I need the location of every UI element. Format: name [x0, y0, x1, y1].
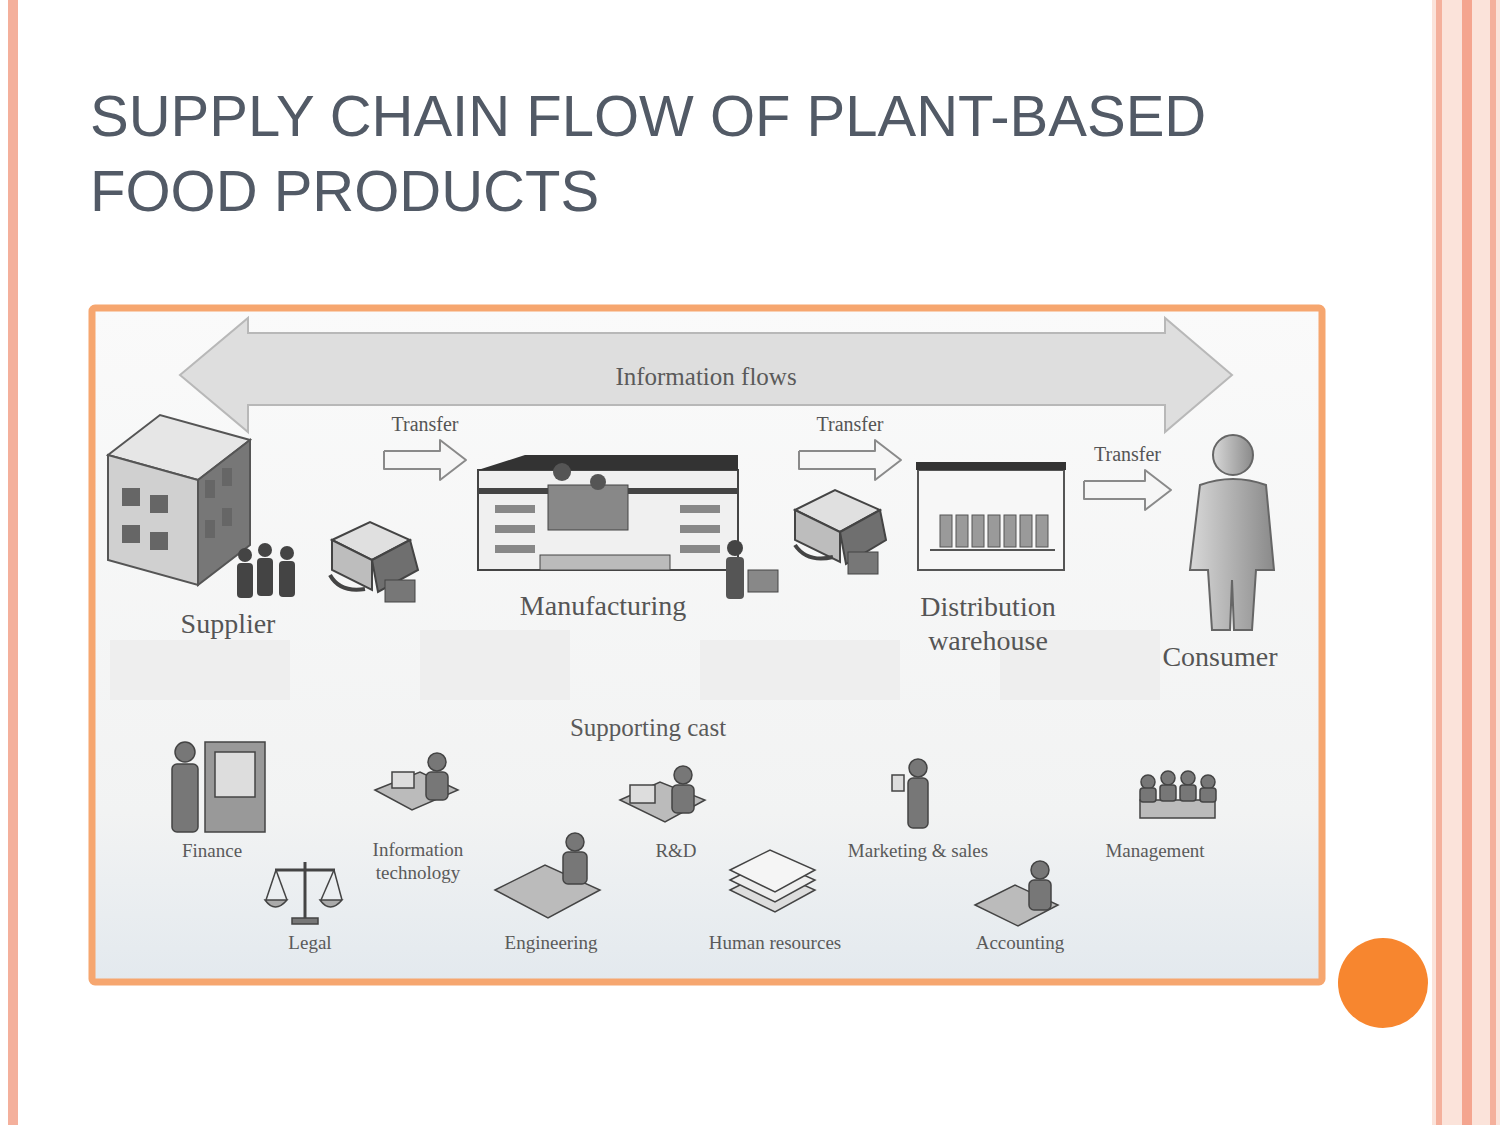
supplier-building	[108, 415, 250, 585]
distribution-truck	[795, 490, 886, 574]
information-arrow	[180, 318, 1232, 432]
right-band	[1432, 0, 1500, 1125]
stage-label: Distribution warehouse	[893, 590, 1083, 657]
stage-node: Manufacturing	[470, 445, 795, 625]
role-label: Human resources	[709, 932, 841, 955]
picture-frame	[92, 308, 1322, 982]
role-label: Legal	[288, 932, 331, 955]
role-label: Finance	[182, 840, 242, 863]
orange-dot	[1338, 938, 1428, 1028]
slide-title: SUPPLY CHAIN FLOW OF PLANT-BASED FOOD PR…	[90, 78, 1240, 228]
edge-label: Transfer	[1091, 443, 1164, 466]
stage-node: Consumer	[1175, 430, 1295, 675]
left-stripe	[8, 0, 18, 1125]
stage-node: Distribution warehouse	[905, 455, 1080, 660]
arrow-label: Information flows	[615, 362, 796, 392]
supporting-icons	[172, 742, 1216, 926]
role-label: Engineering	[505, 932, 598, 955]
edge-label: Transfer	[388, 413, 461, 436]
stage-label: Supplier	[181, 607, 276, 641]
stage-label: Manufacturing	[520, 589, 686, 623]
loading-worker	[726, 540, 778, 599]
role-label: Information technology	[353, 839, 483, 885]
transfer-arrow	[384, 440, 466, 480]
factory	[478, 455, 738, 570]
transfer-arrow	[1084, 470, 1171, 510]
role-label: Management	[1105, 840, 1204, 863]
supplier-workers	[237, 543, 295, 598]
stage-node: Supplier	[105, 410, 380, 645]
right-stripe	[1436, 0, 1442, 1125]
role-label: Accounting	[976, 932, 1065, 955]
right-stripe	[1462, 0, 1472, 1125]
edge-label: Transfer	[813, 413, 886, 436]
role-label: Marketing & sales	[848, 840, 988, 863]
role-label: R&D	[655, 840, 696, 863]
right-stripe	[1490, 0, 1496, 1125]
warehouse	[916, 462, 1066, 570]
supplier-truck	[330, 522, 418, 602]
group-heading: Supporting cast	[570, 713, 726, 743]
consumer-figure	[1190, 435, 1274, 630]
transfer-arrow	[799, 440, 901, 480]
stage-label: Consumer	[1162, 640, 1277, 674]
